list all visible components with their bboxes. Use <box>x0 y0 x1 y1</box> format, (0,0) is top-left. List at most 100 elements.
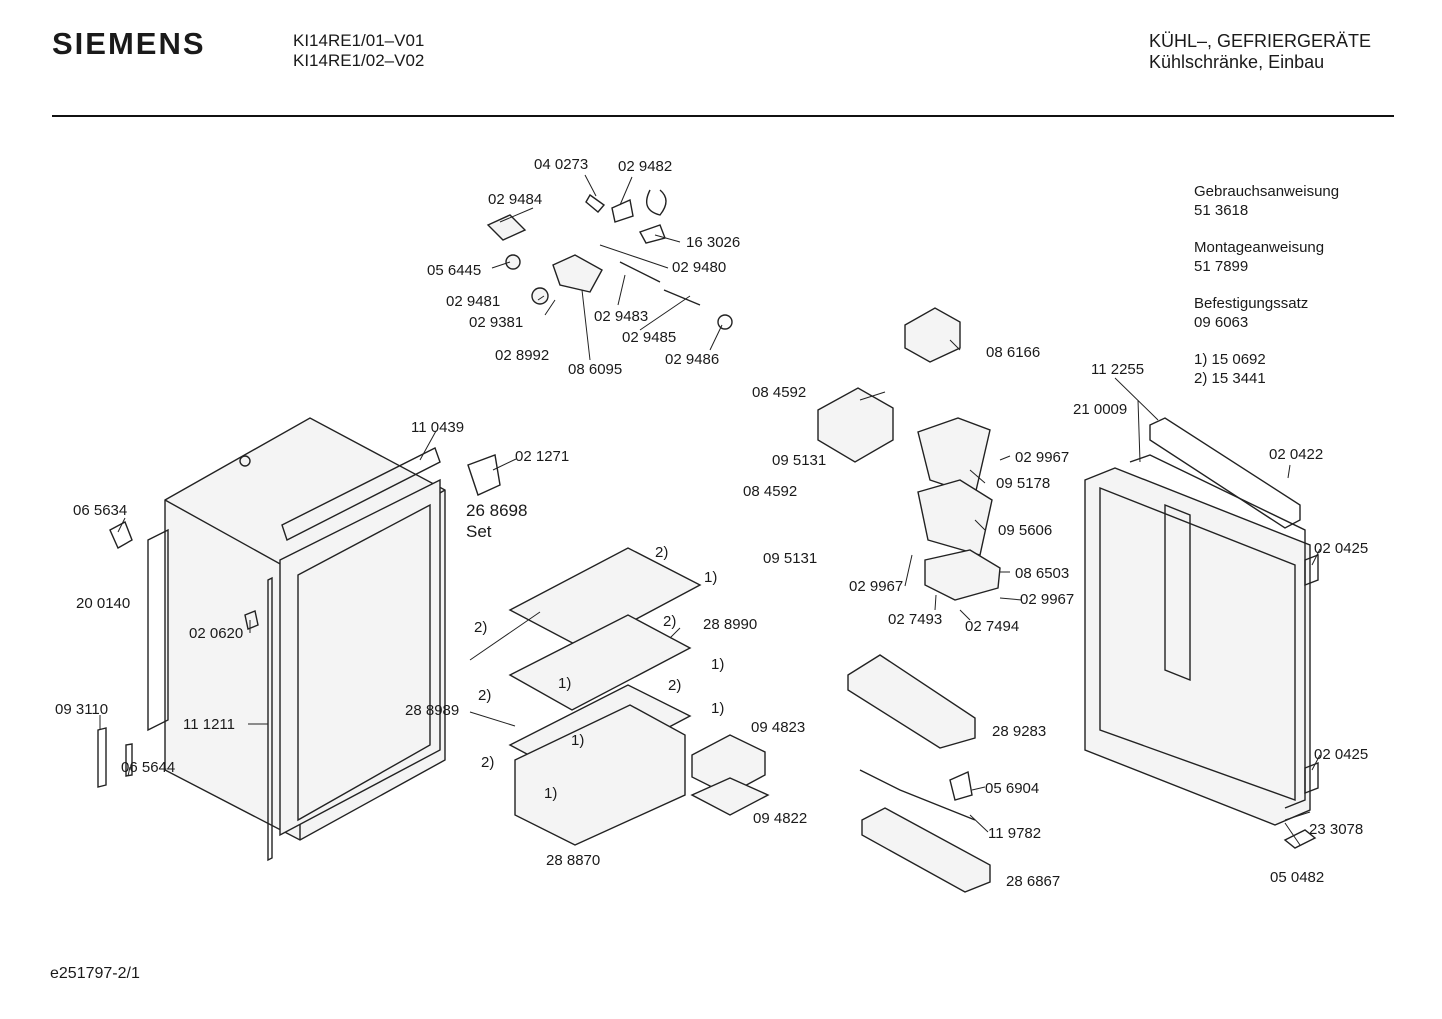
part-020422: 02 0422 <box>1269 446 1323 463</box>
part-095131-b: 09 5131 <box>763 550 817 567</box>
fixing-kit-ref: Befestigungssatz 09 6063 <box>1194 294 1339 332</box>
part-029381: 02 9381 <box>469 314 523 331</box>
note-2-c: 2) <box>474 619 487 636</box>
door-group <box>1084 417 1319 849</box>
part-095178: 09 5178 <box>996 475 1050 492</box>
part-set-label: Set <box>466 522 492 541</box>
part-084592-a: 08 4592 <box>752 384 806 401</box>
knob <box>531 287 549 305</box>
knob-small <box>505 254 521 270</box>
part-086095: 08 6095 <box>568 361 622 378</box>
part-233078: 23 3078 <box>1309 821 1363 838</box>
category-subtitle: Kühlschränke, Einbau <box>1149 52 1325 72</box>
part-288870: 28 8870 <box>546 852 600 869</box>
note-2-a: 2) <box>655 544 668 561</box>
part-021271: 02 1271 <box>515 448 569 465</box>
glass-shelf-top <box>508 547 702 649</box>
installation-manual-number: 51 7899 <box>1194 258 1249 275</box>
part-029486: 02 9486 <box>665 351 719 368</box>
header-divider <box>52 115 1394 117</box>
part-110439: 11 0439 <box>411 419 464 436</box>
part-027494: 02 7494 <box>965 618 1019 635</box>
part-093110: 09 3110 <box>55 701 108 718</box>
part-094823: 09 4823 <box>751 719 805 736</box>
pin <box>125 743 133 777</box>
crisper-drawer <box>514 704 686 846</box>
part-027493: 02 7493 <box>888 611 942 628</box>
note-1-d: 1) <box>711 700 724 717</box>
footnote-2: 2) 15 3441 <box>1194 370 1266 387</box>
category-title: KÜHL–, GEFRIERGERÄTE <box>1149 31 1372 51</box>
part-200140: 20 0140 <box>76 595 130 612</box>
user-manual-label: Gebrauchsanweisung <box>1194 183 1340 200</box>
note-1-f: 1) <box>544 785 557 802</box>
note-1-c: 1) <box>558 675 571 692</box>
part-086503: 08 6503 <box>1015 565 1069 582</box>
footnote-parts: 1) 15 0692 2) 15 3441 <box>1194 350 1339 388</box>
part-084592-b: 08 4592 <box>743 483 797 500</box>
thermostat-group <box>486 189 733 330</box>
part-288990: 28 8990 <box>703 616 757 633</box>
part-020425-a: 02 0425 <box>1314 540 1368 557</box>
part-020620: 02 0620 <box>189 625 243 642</box>
document-id: e251797-2/1 <box>50 965 140 982</box>
door-shelf-lower <box>917 479 993 556</box>
door-inner-liner <box>1099 486 1296 801</box>
note-2-f: 2) <box>481 754 494 771</box>
plug-clip <box>109 521 133 549</box>
hinge-cover-top <box>1304 553 1319 587</box>
part-289283: 28 9283 <box>992 723 1046 740</box>
part-065634: 06 5634 <box>73 502 127 519</box>
part-020425-b: 02 0425 <box>1314 746 1368 763</box>
part-086166: 08 6166 <box>986 344 1040 361</box>
part-286867: 28 6867 <box>1006 873 1060 890</box>
part-029484: 02 9484 <box>488 191 542 208</box>
note-1-e: 1) <box>571 732 584 749</box>
user-manual-number: 51 3618 <box>1194 202 1249 219</box>
cabinet-front-frame <box>279 478 441 837</box>
evaporator-panel <box>147 528 169 732</box>
user-manual-ref: Gebrauchsanweisung 51 3618 <box>1194 182 1339 220</box>
door-handle-recess <box>1164 503 1191 682</box>
door-hinge-rail <box>1149 417 1301 529</box>
door-shelf-upper <box>917 417 991 496</box>
cabinet-screw <box>239 455 251 467</box>
thermostat-unit <box>552 254 603 293</box>
footnote-1: 1) 15 0692 <box>1194 351 1266 368</box>
part-056904: 05 6904 <box>985 780 1039 797</box>
interior-fittings <box>817 307 1001 893</box>
door-rack <box>861 807 991 893</box>
lamp-bulb <box>585 193 606 213</box>
part-029967-c: 02 9967 <box>1020 591 1074 608</box>
part-163026: 16 3026 <box>686 234 740 251</box>
switch-rods <box>619 261 701 306</box>
cover-cap <box>717 314 733 330</box>
model-numbers: KI14RE1/01–V01 KI14RE1/02–V02 <box>293 31 424 71</box>
brand-logo: SIEMENS <box>52 26 206 61</box>
lamp-holder <box>611 199 634 223</box>
model-number-1: KI14RE1/01–V01 <box>293 31 425 50</box>
door-seal <box>1129 454 1306 809</box>
hinge-rail <box>281 447 441 541</box>
note-2-b: 2) <box>663 613 676 630</box>
part-112255: 11 2255 <box>1091 361 1144 378</box>
part-288989: 28 8989 <box>405 702 459 719</box>
side-trim-strip <box>267 576 273 862</box>
thermostat-housing <box>486 214 527 241</box>
part-029485: 02 9485 <box>622 329 676 346</box>
shelves-group <box>508 547 770 846</box>
capillary-coil <box>646 189 667 216</box>
cabinet-clip <box>244 610 259 630</box>
door-bracket <box>1283 829 1317 849</box>
bottle-shelf <box>847 654 976 749</box>
model-number-2: KI14RE1/02–V02 <box>293 51 425 70</box>
note-2-e: 2) <box>478 687 491 704</box>
part-111211: 11 1211 <box>183 716 235 733</box>
part-210009: 21 0009 <box>1073 401 1127 418</box>
note-1-a: 1) <box>704 569 717 586</box>
note-2-d: 2) <box>668 677 681 694</box>
part-094822: 09 4822 <box>753 810 807 827</box>
installation-manual-label: Montageanweisung <box>1194 239 1325 256</box>
documentation-references: Gebrauchsanweisung 51 3618 Montageanweis… <box>1194 182 1339 406</box>
